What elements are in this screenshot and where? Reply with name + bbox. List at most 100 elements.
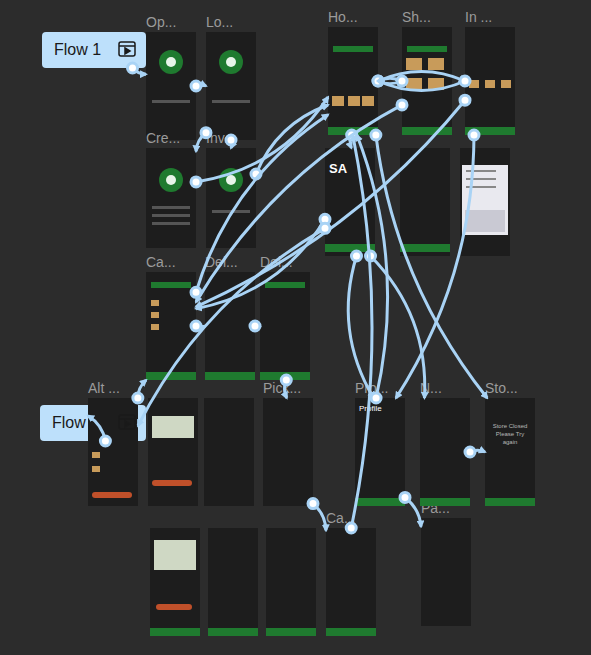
connector-dot xyxy=(400,492,410,502)
prototype-connector xyxy=(256,105,328,174)
connector-dot xyxy=(397,76,407,86)
frame-title: Inv... xyxy=(206,130,235,146)
frame-title: Ca... xyxy=(146,254,176,270)
connector-dot xyxy=(308,499,318,509)
prototype-connector xyxy=(351,135,372,528)
input-rows xyxy=(152,100,250,225)
connector-dot xyxy=(250,321,260,331)
prototype-connector xyxy=(378,81,402,84)
screen-frame: Pro...Profile xyxy=(355,398,405,506)
prototype-connector xyxy=(313,504,326,531)
connector-dot xyxy=(191,177,201,187)
prototype-connector xyxy=(196,85,206,86)
screen-frame: Inv... xyxy=(206,148,256,248)
connector-dot xyxy=(191,287,201,297)
frame-title: Sh... xyxy=(402,9,431,25)
frame-title: Sto... xyxy=(485,380,518,396)
frame-title: Pa... xyxy=(421,500,450,516)
prototype-connector xyxy=(396,135,474,398)
screen-frame: Op... xyxy=(146,32,196,140)
connector-dot xyxy=(191,321,201,331)
connector-dot xyxy=(460,95,470,105)
prototype-connector xyxy=(196,100,465,307)
prototype-connector xyxy=(138,380,146,398)
connector-dot xyxy=(351,251,361,261)
prototype-connector xyxy=(255,324,260,328)
frame-title: Lo... xyxy=(206,14,233,30)
prototype-connector xyxy=(350,135,352,148)
prototype-connector xyxy=(405,497,421,526)
connector-dot xyxy=(201,128,211,138)
connector-dot xyxy=(469,130,479,140)
prototype-connector xyxy=(378,78,402,81)
prototype-connector xyxy=(376,135,487,398)
frame-title: Op... xyxy=(146,14,176,30)
screen-frame: In ... xyxy=(465,27,515,135)
connector-dot xyxy=(373,76,383,86)
connector-dot xyxy=(371,393,381,403)
screen-frame: Pa... xyxy=(421,518,471,626)
connector-dot xyxy=(133,393,143,403)
logos xyxy=(159,50,243,192)
prototype-connector xyxy=(371,256,425,398)
screen-frame: Pick... xyxy=(263,398,313,506)
prototype-connector xyxy=(378,71,465,81)
connector-dot xyxy=(100,436,110,446)
connector-dot xyxy=(128,63,138,73)
prototype-connector xyxy=(196,219,325,308)
connector-dot xyxy=(347,130,357,140)
prototype-connector xyxy=(88,416,105,441)
connector-dot xyxy=(460,76,470,86)
connector-dot xyxy=(191,81,201,91)
nav-bars xyxy=(146,46,535,636)
screen-frame: Sh... xyxy=(402,27,452,135)
connector-dot xyxy=(373,76,383,86)
prototype-connector xyxy=(470,450,485,452)
prototype-connector xyxy=(133,68,147,74)
screen-frame: Cre... xyxy=(146,148,196,248)
connector-dot xyxy=(366,251,376,261)
prototype-connector xyxy=(138,228,325,425)
frame-title: Del... xyxy=(260,254,293,270)
flow-icons xyxy=(119,42,135,429)
prototype-connector xyxy=(196,325,205,329)
connector-dot xyxy=(251,169,261,179)
connector-dot xyxy=(226,135,236,145)
maps xyxy=(92,416,196,610)
screen-frame: Alt ... xyxy=(88,398,138,506)
frame-title: Del... xyxy=(205,254,238,270)
screen-frame: Sto...Store Closed Please Try again xyxy=(485,398,535,506)
keyboard-screen xyxy=(462,165,508,235)
screen-frame: Del... xyxy=(205,272,255,380)
screen-frame: Ca... xyxy=(146,272,196,380)
prototype-connector xyxy=(230,140,234,148)
prototype-connector xyxy=(285,380,287,398)
frame-title: Cre... xyxy=(146,130,180,146)
connector-dot xyxy=(281,375,291,385)
unlabeled-frames xyxy=(148,148,510,636)
frame-title: In ... xyxy=(465,9,492,25)
connector-dot xyxy=(371,130,381,140)
connector-dot xyxy=(320,223,330,233)
flow-name: Flow 1 xyxy=(54,40,146,60)
frame-title: Alt ... xyxy=(88,380,120,396)
food-thumbs xyxy=(92,58,511,472)
prototype-connector xyxy=(196,97,328,182)
screen-frame: SA xyxy=(325,148,375,256)
prototype-connector xyxy=(196,115,328,293)
connector-dot xyxy=(346,523,356,533)
screen-frame: Lo... xyxy=(206,32,256,140)
prototype-connector xyxy=(348,256,373,398)
screen-frame: Ca... xyxy=(326,528,376,636)
frame-title: N... xyxy=(420,380,442,396)
frame-title: Ho... xyxy=(328,9,358,25)
frame-title: Pro... xyxy=(355,380,388,396)
flow-badge: Flow 1 xyxy=(42,32,146,68)
screen-text: SA xyxy=(329,162,347,176)
frame-title: Ca... xyxy=(326,510,356,526)
prototype-connector xyxy=(378,81,465,91)
screen-text: Store Closed Please Try again xyxy=(490,422,530,446)
